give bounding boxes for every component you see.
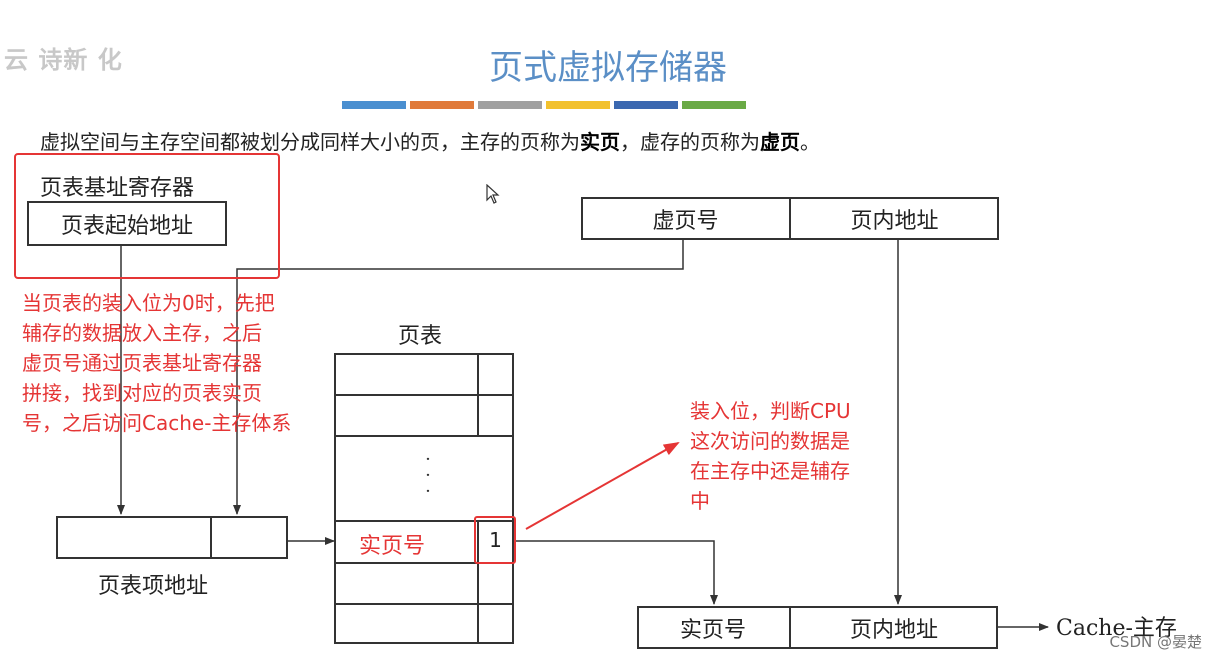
physical-page-number: 实页号 bbox=[679, 618, 746, 643]
title-underline-stripes bbox=[342, 101, 746, 109]
physical-address-divider bbox=[789, 606, 791, 649]
annotation-line: 当页表的装入位为0时，先把 bbox=[22, 291, 275, 315]
annotation-line: 装入位，判断CPU bbox=[690, 399, 851, 423]
annotation-line: 拼接，找到对应的页表实页 bbox=[22, 381, 262, 405]
stripe bbox=[682, 101, 746, 109]
annotation-line: 中 bbox=[690, 489, 710, 513]
entry-address-divider bbox=[210, 516, 212, 559]
mouse-cursor-icon bbox=[486, 184, 500, 204]
right-annotation: 装入位，判断CPU 这次访问的数据是 在主存中还是辅存 中 bbox=[690, 396, 851, 516]
base-register-highlight bbox=[14, 153, 280, 279]
annotation-arrow bbox=[525, 442, 680, 530]
valid-bit-highlight bbox=[474, 516, 516, 564]
stripe bbox=[342, 101, 406, 109]
intro-part: ，虚存的页称为 bbox=[620, 130, 760, 154]
intro-part: 。 bbox=[800, 130, 820, 154]
logo-watermark: 云 诗新 化 bbox=[4, 46, 123, 74]
page-table-label: 页表 bbox=[398, 324, 443, 349]
annotation-line: 辅存的数据放入主存，之后 bbox=[22, 321, 262, 345]
entry-address-label: 页表项地址 bbox=[98, 574, 209, 599]
annotation-line: 虚页号通过页表基址寄存器 bbox=[22, 351, 262, 375]
cache-main-memory-label: Cache-主存 bbox=[1056, 616, 1177, 641]
base-register-label: 页表基址寄存器 bbox=[40, 176, 195, 201]
intro-bold-virtual-page: 虚页 bbox=[760, 130, 800, 154]
annotation-line: 在主存中还是辅存 bbox=[690, 459, 850, 483]
watermark: CSDN @晏楚 bbox=[1109, 633, 1202, 651]
page-table-real-page-number: 实页号 bbox=[359, 534, 426, 559]
page-table bbox=[334, 353, 514, 644]
page-table-row-line bbox=[334, 435, 514, 437]
intro-sentence: 虚拟空间与主存空间都被划分成同样大小的页，主存的页称为实页，虚存的页称为虚页。 bbox=[40, 126, 820, 155]
left-annotation: 当页表的装入位为0时，先把 辅存的数据放入主存，之后 虚页号通过页表基址寄存器 … bbox=[22, 288, 291, 438]
virtual-page-number: 虚页号 bbox=[652, 209, 719, 234]
slide-title: 页式虚拟存储器 bbox=[489, 48, 727, 88]
stripe bbox=[478, 101, 542, 109]
page-table-valid-column bbox=[477, 520, 479, 644]
intro-bold-real-page: 实页 bbox=[580, 130, 620, 154]
page-table-row-line bbox=[334, 562, 514, 564]
page-table-row-line bbox=[334, 394, 514, 396]
stripe bbox=[614, 101, 678, 109]
valid-bit-value: 1 bbox=[489, 528, 502, 552]
base-register-value: 页表起始地址 bbox=[60, 214, 193, 239]
connector-line bbox=[233, 240, 684, 515]
annotation-line: 号，之后访问Cache-主存体系 bbox=[22, 411, 292, 435]
stripe bbox=[546, 101, 610, 109]
stripe bbox=[410, 101, 474, 109]
physical-page-offset: 页内地址 bbox=[849, 618, 938, 643]
physical-address-box bbox=[637, 606, 998, 649]
page-table-row-line bbox=[334, 520, 514, 522]
page-table-row-line bbox=[334, 603, 514, 605]
virtual-address-divider bbox=[789, 197, 791, 240]
connector-line bbox=[514, 540, 718, 605]
virtual-page-offset: 页内地址 bbox=[850, 209, 939, 234]
entry-address-box bbox=[56, 516, 288, 559]
annotation-line: 这次访问的数据是 bbox=[690, 429, 850, 453]
intro-part: 虚拟空间与主存空间都被划分成同样大小的页，主存的页称为 bbox=[40, 130, 580, 154]
base-register-box bbox=[27, 201, 227, 246]
page-table-ellipsis: · · · bbox=[425, 449, 431, 502]
